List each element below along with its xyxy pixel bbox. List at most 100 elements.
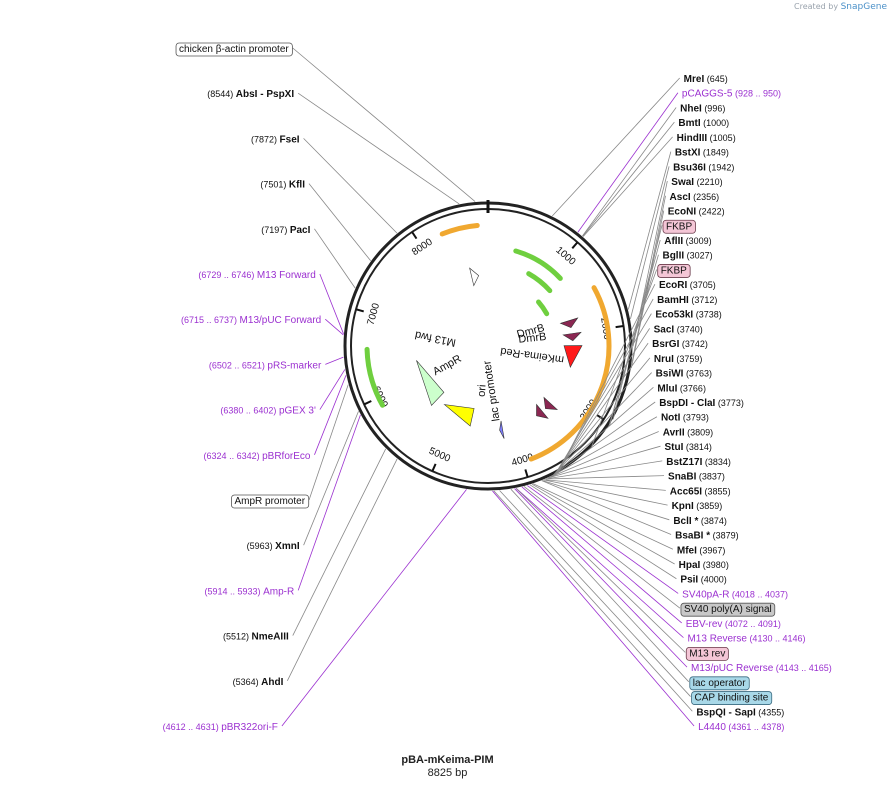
leader-line	[551, 77, 680, 217]
feature-arrow-7	[416, 360, 445, 407]
tick-mark	[355, 308, 364, 313]
map-label-feature: FKBP	[661, 265, 687, 276]
feature-label-box	[231, 494, 310, 509]
feature-arrow-5	[499, 420, 505, 439]
label-name: pBR322ori-F	[221, 722, 278, 733]
map-label-enzyme: (5512) NmeAIII	[223, 632, 289, 643]
label-position: (6502 .. 6521)	[209, 360, 268, 370]
label-name: pRS-marker	[267, 360, 322, 371]
label-position: (3967)	[697, 545, 726, 555]
leader-line	[590, 269, 658, 448]
map-label-enzyme: (7197) PacI	[261, 225, 310, 236]
green-feature-arc	[536, 299, 550, 317]
inner-feature-label: ori	[476, 384, 489, 397]
feature-label-box	[662, 219, 696, 234]
feature-label-box	[691, 691, 773, 705]
map-label-enzyme: BsrGI (3742)	[652, 339, 708, 350]
feature-label-box	[680, 602, 776, 617]
label-position: (3742)	[679, 339, 708, 349]
label-name: BclI *	[673, 516, 698, 527]
label-name: MluI	[657, 383, 677, 394]
label-position: (3809)	[685, 427, 714, 437]
label-name: MfeI	[677, 545, 697, 556]
leader-line	[547, 445, 661, 479]
label-position: (3874)	[698, 516, 727, 526]
label-position: (7501)	[260, 180, 289, 190]
label-position: (4000)	[698, 575, 727, 585]
leader-line	[521, 486, 682, 624]
label-position: (928 .. 950)	[732, 89, 781, 99]
map-label-feature: AmpR promoter	[234, 496, 305, 507]
label-name: AhdI	[261, 677, 283, 688]
label-position: (3793)	[680, 413, 709, 423]
label-position: (3705)	[687, 280, 716, 290]
map-label-feature: SV40 poly(A) signal	[684, 604, 772, 615]
label-position: (7872)	[251, 134, 280, 144]
map-label-primer: M13/pUC Reverse (4143 .. 4165)	[691, 663, 832, 674]
map-label-enzyme: (5364) AhdI	[233, 677, 284, 688]
map-label-enzyme: BspDI - ClaI (3773)	[659, 398, 744, 409]
leader-line	[627, 151, 672, 310]
leader-line	[297, 414, 361, 591]
plasmid-name: pBA-mKeima-PIM	[401, 754, 494, 766]
leader-line	[543, 479, 668, 506]
label-name: pBRforEco	[262, 451, 311, 462]
label-name: Eco53kI	[655, 310, 693, 321]
label-position: (1005)	[707, 133, 736, 143]
feature-arrow-4	[536, 403, 549, 419]
label-name: BmtI	[678, 118, 700, 129]
label-name: BstXI	[675, 148, 701, 159]
label-name: FKBP	[666, 221, 692, 232]
leader-line	[549, 416, 658, 478]
feature-arrow-8	[469, 267, 480, 287]
leader-line	[582, 121, 675, 237]
map-label-enzyme: AvrII (3809)	[663, 427, 713, 438]
feature-arrow-3	[543, 396, 559, 410]
leader-line	[531, 483, 675, 565]
label-name: pCAGGS-5	[682, 89, 733, 100]
map-label-enzyme: (7501) KflI	[260, 180, 305, 191]
map-label-enzyme: SacI (3740)	[654, 324, 703, 335]
label-position: (6729 .. 6746)	[198, 270, 257, 280]
map-label-enzyme: BsiWI (3763)	[656, 369, 712, 380]
label-name: NmeAIII	[252, 632, 289, 643]
green-feature-arc	[364, 346, 385, 408]
tick-mark	[596, 414, 605, 421]
leader-line	[314, 375, 347, 455]
leader-line	[551, 401, 656, 477]
label-position: (5364)	[233, 677, 262, 687]
inner-feature-label: mKeima-Red	[500, 345, 565, 366]
label-name: NruI	[654, 354, 674, 365]
tick-mark	[411, 231, 418, 240]
label-name: SV40 poly(A) signal	[684, 604, 772, 615]
label-name: FseI	[280, 134, 300, 145]
map-label-enzyme: BspQI - SapI (4355)	[696, 707, 784, 718]
label-position: (3027)	[684, 251, 713, 261]
label-position: (3766)	[677, 383, 706, 393]
label-name: SwaI	[671, 177, 694, 188]
map-label-primer: (6715 .. 6737) M13/pUC Forward	[181, 315, 321, 326]
leader-line	[541, 480, 672, 535]
map-label-primer: (6380 .. 6402) pGEX 3'	[220, 406, 316, 417]
label-position: (3773)	[715, 398, 744, 408]
label-position: (5512)	[223, 632, 252, 642]
label-position: (2210)	[694, 177, 723, 187]
leader-line	[630, 210, 665, 369]
label-position: (3855)	[702, 486, 731, 496]
leader-line	[554, 313, 652, 475]
leader-line	[281, 489, 467, 727]
map-label-enzyme: (8544) AbsI - PspXI	[207, 89, 294, 100]
label-name: BspQI - SapI	[696, 707, 756, 718]
feature-arrow-6	[443, 404, 475, 427]
label-name: FKBP	[661, 265, 687, 276]
label-position: (1000)	[701, 118, 730, 128]
green-feature-arc	[526, 271, 553, 294]
leader-line	[492, 490, 695, 727]
feature-label-box	[657, 264, 691, 278]
map-label-feature: FKBP	[666, 221, 692, 232]
label-name: HindIII	[677, 133, 708, 144]
map-label-enzyme: BstZ17I (3834)	[666, 457, 731, 468]
inner-feature-label: AmpR	[431, 353, 464, 378]
leader-line	[542, 480, 670, 521]
label-name: AvrII	[663, 427, 685, 438]
